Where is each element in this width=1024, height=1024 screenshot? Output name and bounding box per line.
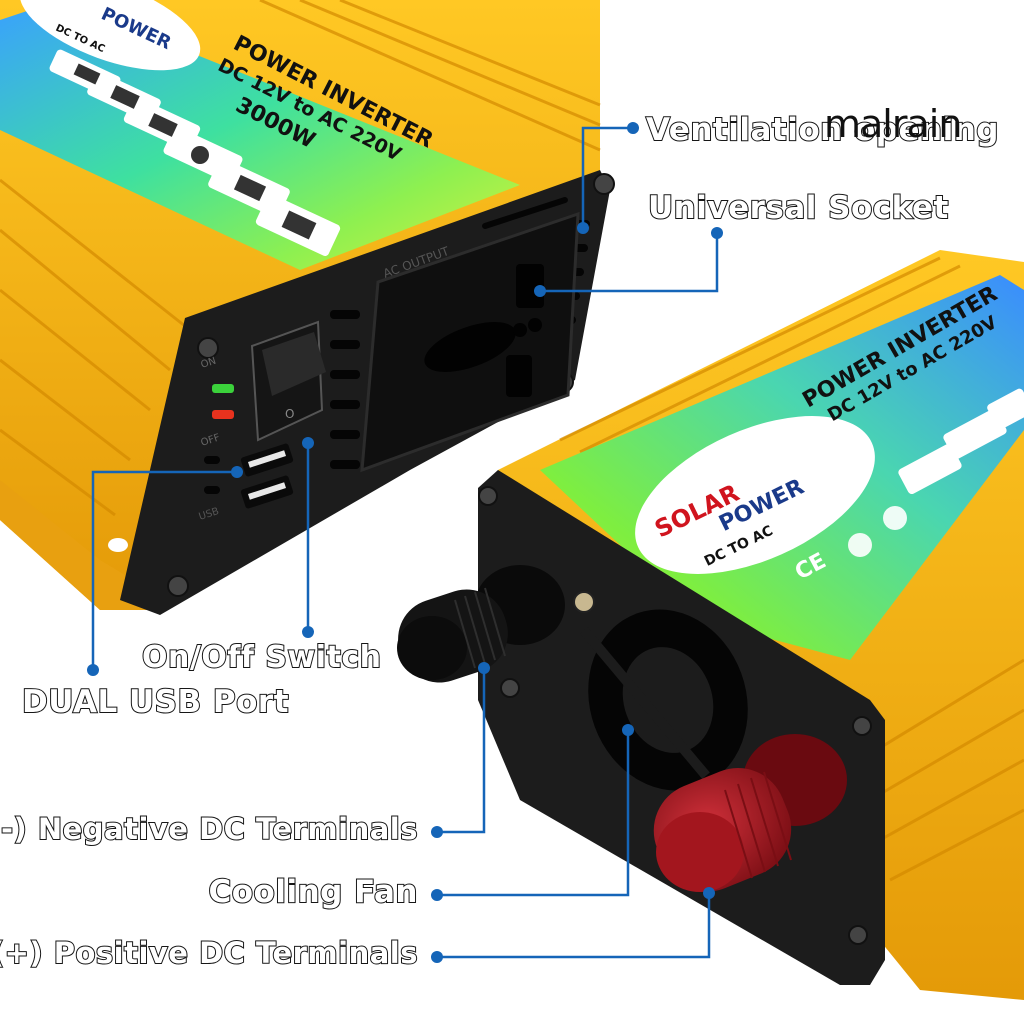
led-off [212,410,234,419]
inverter-bottom: SOLAR POWER DC TO AC POWER INVERTER DC 1… [397,250,1024,1000]
callout-positive-terminal: (+) Positive DC Terminals [0,935,419,971]
led-on [212,384,234,393]
callout-ventilation-opening: Ventilation opening [645,111,999,149]
callout-on-off-switch: On/Off Switch [141,639,382,676]
inverter-top: POWER DC TO AC POWER INVERTER DC 12V to … [0,0,615,615]
brand-logo [19,0,201,71]
watermark: malrain [824,102,962,146]
callout-cooling-fan: Cooling Fan [208,873,419,911]
svg-text:O: O [285,407,294,421]
callout-negative-terminal: (-) Negative DC Terminals [0,811,418,847]
product-label [0,0,520,270]
callout-universal-socket: Universal Socket [647,189,949,227]
callout-dots [87,122,723,963]
usb-ports [240,443,294,509]
eco-icon [883,506,907,530]
negative-terminal [397,565,565,683]
brand-logo-bottom [635,416,875,574]
on-label: ON [200,356,218,371]
recycle-icon [848,533,872,557]
positive-terminal [653,734,847,892]
ventilation-slots [204,220,590,494]
callout-lines [91,126,719,959]
callout-dual-usb-port: DUAL USB Port [21,683,290,721]
